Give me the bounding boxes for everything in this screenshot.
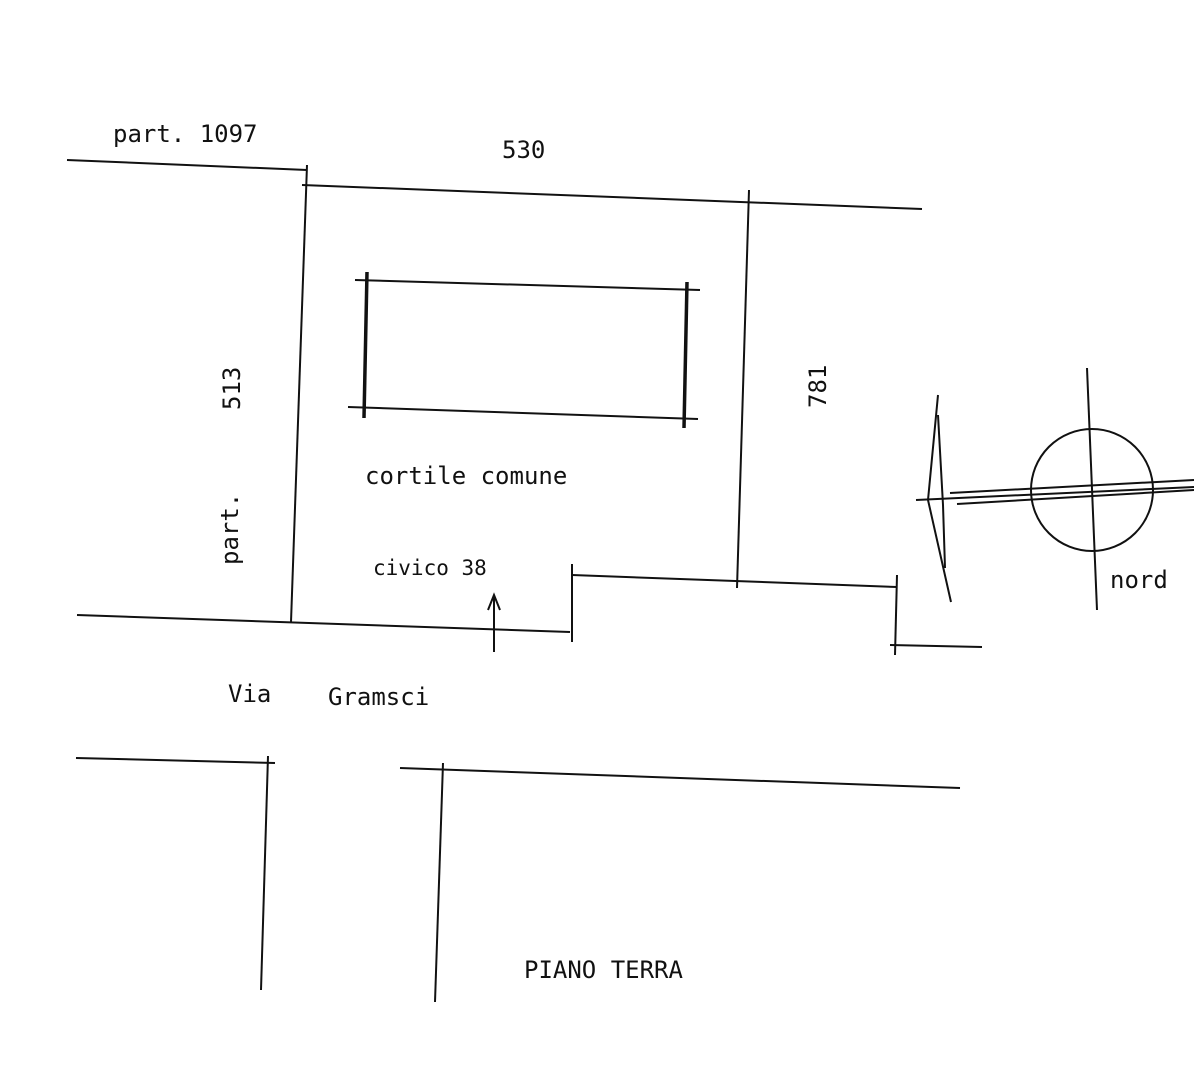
parcel-top-label: part. 1097 <box>113 120 258 148</box>
street-edge <box>889 644 983 648</box>
boundary-line <box>894 574 898 656</box>
building-rectangle <box>347 271 701 429</box>
parcel-left-label: part. <box>216 493 244 565</box>
entrance-arrow-icon <box>487 592 501 652</box>
dimension-right: 781 <box>804 365 832 408</box>
street-via-label: Via <box>228 680 271 708</box>
boundary-line <box>571 574 898 588</box>
dimension-top: 530 <box>502 136 545 164</box>
dimension-left: 513 <box>218 367 246 410</box>
civic-number-label: civico 38 <box>373 556 487 580</box>
floor-label: PIANO TERRA <box>524 956 683 984</box>
boundary-line <box>301 184 923 210</box>
street-name-label: Gramsci <box>328 683 429 711</box>
courtyard-label: cortile comune <box>365 462 567 490</box>
street-edge <box>76 614 571 633</box>
boundary-line <box>736 189 750 589</box>
boundary-line <box>290 164 308 623</box>
opposite-buildings <box>75 755 961 1003</box>
north-compass-icon <box>915 367 1194 611</box>
boundary-line <box>66 159 308 171</box>
north-label: nord <box>1110 566 1168 594</box>
property-boundaries <box>66 159 983 656</box>
